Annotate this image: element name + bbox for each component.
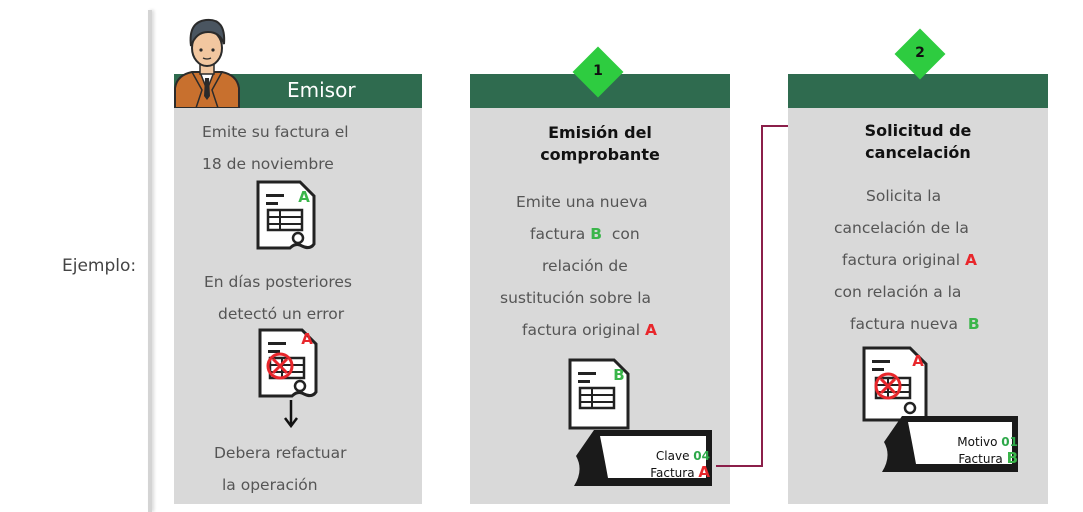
step1-tag-line2: Factura A xyxy=(606,464,710,481)
step2-tag-letter: B xyxy=(1006,449,1018,467)
step2-number: 2 xyxy=(915,45,925,61)
step1-tag-line1: Clave 04 xyxy=(606,448,710,464)
svg-text:A: A xyxy=(301,330,313,348)
step1-tag-label1: Clave xyxy=(655,449,694,463)
emisor-text-line5: Debera refactuar xyxy=(214,444,347,462)
step2-text-line4: con relación a la xyxy=(834,283,962,301)
step1-tag-label2: Factura xyxy=(650,466,699,480)
step2-text-line3: factura original A xyxy=(842,244,977,276)
step1-text-line2: factura B con xyxy=(530,218,640,250)
invoice-error-document-icon: A xyxy=(258,328,318,398)
step1-text-line5a: factura original xyxy=(522,321,646,339)
step2-tag-label1: Motivo xyxy=(957,435,1002,449)
step2-title-line2: cancelación xyxy=(865,143,971,162)
step1-text-line2c: con xyxy=(602,225,640,243)
step1-tag-letter: A xyxy=(698,463,710,481)
step2-tag-line1: Motivo 01 xyxy=(910,434,1018,450)
step1-title-line1: Emisión del xyxy=(548,123,652,142)
svg-text:B: B xyxy=(613,366,624,384)
invoice-document-icon: A xyxy=(256,180,316,250)
step2-text-line5a: factura nueva xyxy=(850,315,968,333)
emisor-text-line2: 18 de noviembre xyxy=(202,155,334,173)
doc-letter: A xyxy=(298,188,310,206)
emisor-text-line3: En días posteriores xyxy=(204,273,353,291)
emisor-header-label: Emisor xyxy=(287,78,356,102)
step2-tag-line2: Factura B xyxy=(910,450,1018,467)
step1-text-line1: Emite una nueva xyxy=(516,193,648,211)
tag-folded-card xyxy=(882,416,1018,472)
step1-text-line2a: factura xyxy=(530,225,591,243)
step1-text-line5: factura original A xyxy=(522,314,657,346)
step2-text-line3a: factura original xyxy=(842,251,966,269)
step1-tag-text: Clave 04 Factura A xyxy=(606,448,710,481)
step1-text-line4: sustitución sobre la xyxy=(500,289,652,307)
step2-tag-text: Motivo 01 Factura B xyxy=(910,434,1018,467)
step1-text-line3: relación de xyxy=(542,257,628,275)
step2-text-line2: cancelación de la xyxy=(834,219,969,237)
step1-title: Emisión del comprobante xyxy=(470,122,730,166)
cancel-invoice-document-icon: A xyxy=(862,346,928,422)
tag-folded-card xyxy=(574,430,712,486)
step2-title-line1: Solicitud de xyxy=(864,121,972,140)
emisor-text-line6: la operación xyxy=(222,476,318,494)
emisor-panel xyxy=(174,108,422,504)
step1-title-line2: comprobante xyxy=(540,145,660,164)
letter-a-badge: A xyxy=(645,321,658,339)
new-invoice-document-icon: B xyxy=(568,358,630,430)
emisor-text-line4: detectó un error xyxy=(218,305,345,323)
step1-number: 1 xyxy=(593,63,603,79)
example-label: Ejemplo: xyxy=(62,256,137,276)
step2-text-line5: factura nueva B xyxy=(850,308,980,340)
arrow-down-icon xyxy=(284,400,298,428)
step2-tag-label2: Factura xyxy=(958,452,1007,466)
vertical-divider xyxy=(148,10,152,512)
letter-b-badge: B xyxy=(967,315,980,333)
step2-text-line1: Solicita la xyxy=(866,187,942,205)
letter-a-badge: A xyxy=(965,251,978,269)
letter-b-badge: B xyxy=(590,225,603,243)
step2-tag-code: 01 xyxy=(1001,435,1018,449)
step2-title: Solicitud de cancelación xyxy=(788,120,1048,164)
step2-header-band xyxy=(788,74,1048,108)
svg-text:A: A xyxy=(912,352,924,370)
person-avatar-icon xyxy=(174,18,240,108)
emisor-text-line1: Emite su factura el xyxy=(202,123,349,141)
step1-tag-code: 04 xyxy=(693,449,710,463)
